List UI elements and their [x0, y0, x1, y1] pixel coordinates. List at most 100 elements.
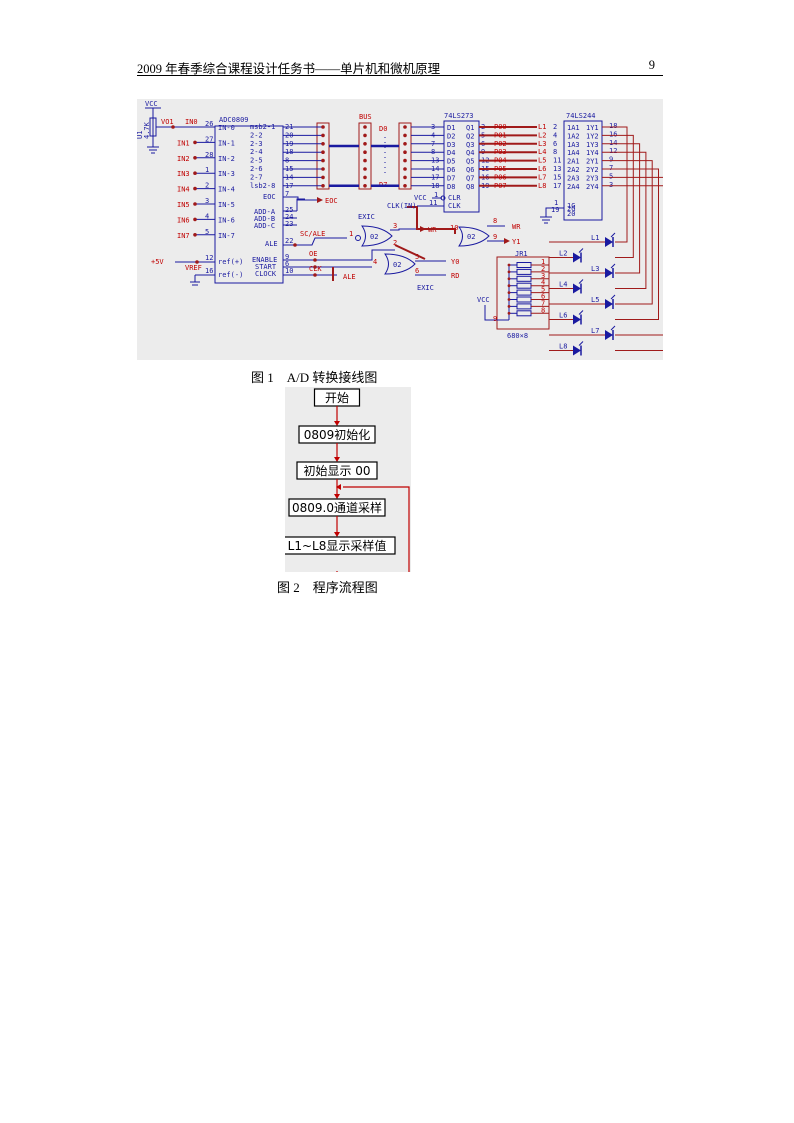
- bus-left-pin: [363, 158, 367, 163]
- nor-gate-1: [361, 225, 393, 247]
- bus-right-pin: [403, 133, 407, 138]
- led-light-arrow: [578, 341, 584, 346]
- resistor-pin-number: 5: [541, 286, 545, 294]
- led-drive-wire: [602, 160, 653, 305]
- buffer-output-pin: 1Y1: [586, 124, 599, 132]
- buffer-input-pin: 1A4: [567, 149, 580, 157]
- led-drive-wire: [602, 168, 659, 320]
- bus-left-pin: [363, 125, 367, 129]
- bus-right-pin: [403, 175, 407, 180]
- node-clk: [313, 273, 317, 277]
- resistor-array-value: 680×8: [507, 332, 528, 340]
- start-pin-number: 6: [285, 260, 289, 268]
- buffer-input-number: 11: [553, 157, 561, 165]
- latch-input-pin: D3: [447, 141, 455, 149]
- u1-label: U1: [137, 131, 144, 139]
- eoc-pin-label: EOC: [263, 193, 276, 201]
- latch-clr-bubble: [440, 195, 446, 201]
- gate-pin-5: 5: [415, 253, 419, 261]
- gate-pin-6: 6: [415, 267, 419, 275]
- buffer-l-label: L7: [538, 173, 546, 181]
- adc-data-pin-label: 2-3: [250, 140, 263, 148]
- bus-left-pin: [363, 142, 367, 146]
- eoc-net-label: EOC: [325, 197, 338, 205]
- latch-output-pin: Q5: [466, 158, 474, 166]
- led-light-arrow: [610, 325, 616, 331]
- latch-input-pin: D7: [447, 174, 455, 182]
- adc-connector-pin: [321, 142, 325, 146]
- latch-output-pin: Q1: [466, 124, 474, 132]
- buffer-input-number: 4: [553, 131, 557, 139]
- buffer-output-pin: 2Y3: [586, 174, 599, 182]
- flow-arrowhead: [334, 457, 340, 462]
- gate-pin-9: 9: [493, 233, 497, 241]
- bus-connector-right: [398, 122, 412, 190]
- adc-input-pin-label: IN-0: [218, 124, 235, 132]
- adc-data-connector: [316, 122, 330, 190]
- led-label: L2: [559, 250, 567, 258]
- adc-input-net-label: IN7: [177, 232, 190, 240]
- ale-net-label: ALE: [343, 273, 356, 281]
- led-diode: [573, 345, 581, 356]
- adc0809-chip-label: ADC0809: [219, 116, 249, 124]
- bus-right-pin: [403, 150, 407, 154]
- loop-back-arrowhead: [336, 484, 341, 490]
- latch-input-pin: D1: [447, 124, 455, 132]
- clock-pin-number: 10: [285, 267, 293, 275]
- latch-output-pin: Q4: [466, 149, 474, 157]
- page-header: 2009 年春季综合课程设计任务书——单片机和微机原理 9: [137, 58, 663, 76]
- bus-right-pin: [403, 184, 407, 188]
- adc-connector-pin: [321, 175, 325, 180]
- y1-label: Y1: [512, 238, 520, 246]
- led-drive-wire: [602, 126, 628, 243]
- resistor-node: [507, 311, 511, 315]
- resistor-element: [516, 310, 532, 317]
- resistor-element: [516, 282, 532, 289]
- latch-input-pin: D6: [447, 166, 455, 174]
- led-drive-wire: [602, 185, 663, 351]
- led-light-arrow: [610, 232, 616, 238]
- buffer-l-label: L4: [538, 148, 546, 156]
- adc-add-pin-number: 24: [285, 213, 293, 221]
- buffer-l-label: L5: [538, 157, 546, 165]
- enable-pin-label: ENABLE: [252, 256, 277, 264]
- resistor-pin-number: 9: [493, 315, 497, 323]
- port-net-label: P00: [494, 123, 507, 131]
- node-start: [313, 265, 317, 269]
- resistor-element: [516, 296, 532, 303]
- buffer-input-number: 13: [553, 165, 561, 173]
- sc-ale-wire: [283, 237, 347, 246]
- ref-minus-number: 16: [205, 267, 213, 275]
- adc-data-pin-label: 2-6: [250, 165, 263, 173]
- led-light-arrow: [578, 310, 584, 315]
- plus5v-node: [195, 260, 199, 264]
- adc-input-node: [171, 125, 175, 129]
- buffer-g2-label: 2G: [567, 205, 575, 213]
- pot-value-label: 4.7K: [143, 121, 151, 139]
- resistor-element: [516, 275, 532, 282]
- clk-label: CLK: [309, 265, 322, 273]
- buffer-output-pin: 1Y4: [586, 149, 599, 157]
- buffer-output-pin: 2Y2: [586, 166, 599, 174]
- latch-output-pin: Q6: [466, 166, 474, 174]
- vcc-label-pot: VCC: [145, 100, 158, 108]
- nor-gate-2-label: 02: [393, 261, 401, 269]
- port-net-label: P01: [494, 131, 507, 139]
- led-drive-wire: [602, 151, 647, 289]
- buffer-input-pin: 2A2: [567, 166, 580, 174]
- buffer-g2-number: 19: [551, 206, 559, 214]
- header-title: 2009 年春季综合课程设计任务书——单片机和微机原理: [137, 62, 441, 76]
- vref-label: VREF: [185, 264, 202, 272]
- ad-wiring-schematic: ADC0809 74LS273 74LS244 BUS D0 D7 VCC U1…: [137, 99, 663, 360]
- led-diode: [605, 330, 613, 340]
- resistor-pin-number: 2: [541, 265, 545, 273]
- latch-input-number: 8: [431, 148, 435, 156]
- adc-data-pin-label: 2-5: [250, 157, 263, 165]
- bus-left-pin: [363, 167, 367, 171]
- bus-right-pin: [403, 167, 407, 171]
- ale-pin-label: ALE: [265, 240, 278, 248]
- adc-connector-pin: [321, 150, 325, 154]
- plus5v-label: +5V: [151, 258, 164, 266]
- latch-clkin-label: CLK(IN): [387, 202, 417, 210]
- clkin-wire: [407, 206, 456, 234]
